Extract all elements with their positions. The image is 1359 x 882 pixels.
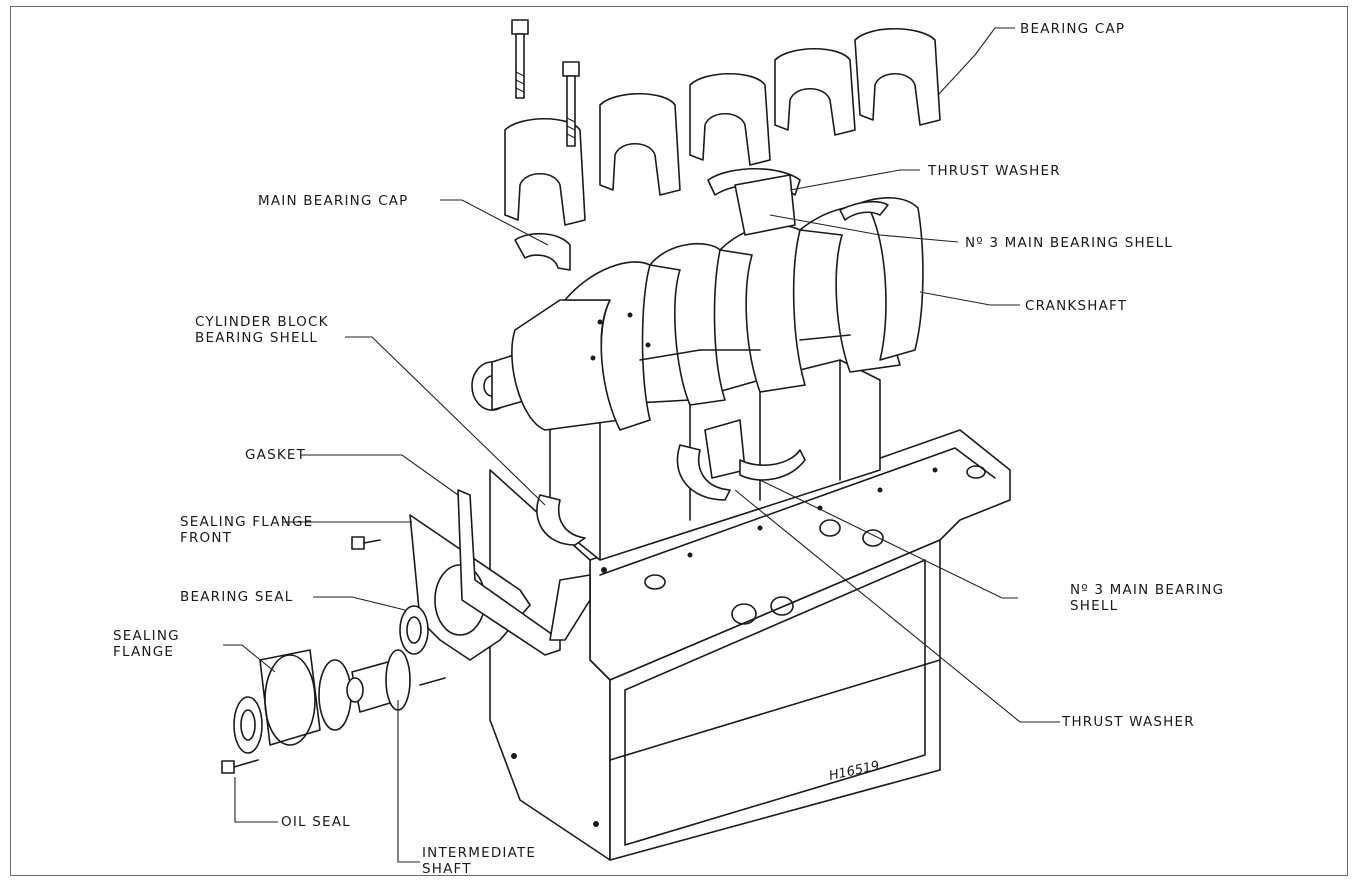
label-intermediate-shaft: INTERMEDIATE SHAFT <box>422 845 536 877</box>
label-main-bearing-cap: MAIN BEARING CAP <box>258 193 409 209</box>
label-no3-bottom-line1: Nº 3 MAIN BEARING <box>1070 582 1225 598</box>
label-sealing-flange: SEALING FLANGE <box>113 628 180 660</box>
label-bearing-cap: BEARING CAP <box>1020 21 1126 37</box>
label-no3-main-bearing-shell-top: Nº 3 MAIN BEARING SHELL <box>965 235 1174 251</box>
label-sealing-flange-front-line1: SEALING FLANGE <box>180 514 314 530</box>
label-crankshaft: CRANKSHAFT <box>1025 298 1128 314</box>
bearing-caps <box>504 27 941 271</box>
front-flange-assembly <box>221 489 591 774</box>
label-sealing-flange-front-line2: FRONT <box>180 530 233 546</box>
label-sealing-flange-front: SEALING FLANGE FRONT <box>180 514 313 546</box>
label-thrust-washer-bottom: THRUST WASHER <box>1062 714 1195 730</box>
label-cylinder-block-line2: BEARING SHELL <box>195 330 319 346</box>
label-gasket: GASKET <box>245 447 307 463</box>
block-bearing-shells <box>536 419 806 546</box>
label-sealing-flange-line1: SEALING <box>113 628 180 644</box>
crankshaft <box>471 197 924 431</box>
label-intermediate-shaft-line1: INTERMEDIATE <box>422 845 537 861</box>
label-no3-main-bearing-shell-bottom: Nº 3 MAIN BEARING SHELL <box>1070 582 1224 614</box>
label-intermediate-shaft-line2: SHAFT <box>422 861 472 877</box>
upper-thrust-and-shell <box>707 168 889 236</box>
label-oil-seal: OIL SEAL <box>281 814 351 830</box>
leader-lines <box>223 27 1060 863</box>
label-thrust-washer-top: THRUST WASHER <box>928 163 1061 179</box>
bolts <box>511 19 580 147</box>
label-cylinder-block-bearing-shell: CYLINDER BLOCK BEARING SHELL <box>195 314 329 346</box>
label-bearing-seal: BEARING SEAL <box>180 589 294 605</box>
label-no3-bottom-line2: SHELL <box>1070 598 1119 614</box>
label-cylinder-block-line1: CYLINDER BLOCK <box>195 314 329 330</box>
label-sealing-flange-line2: FLANGE <box>113 644 175 660</box>
